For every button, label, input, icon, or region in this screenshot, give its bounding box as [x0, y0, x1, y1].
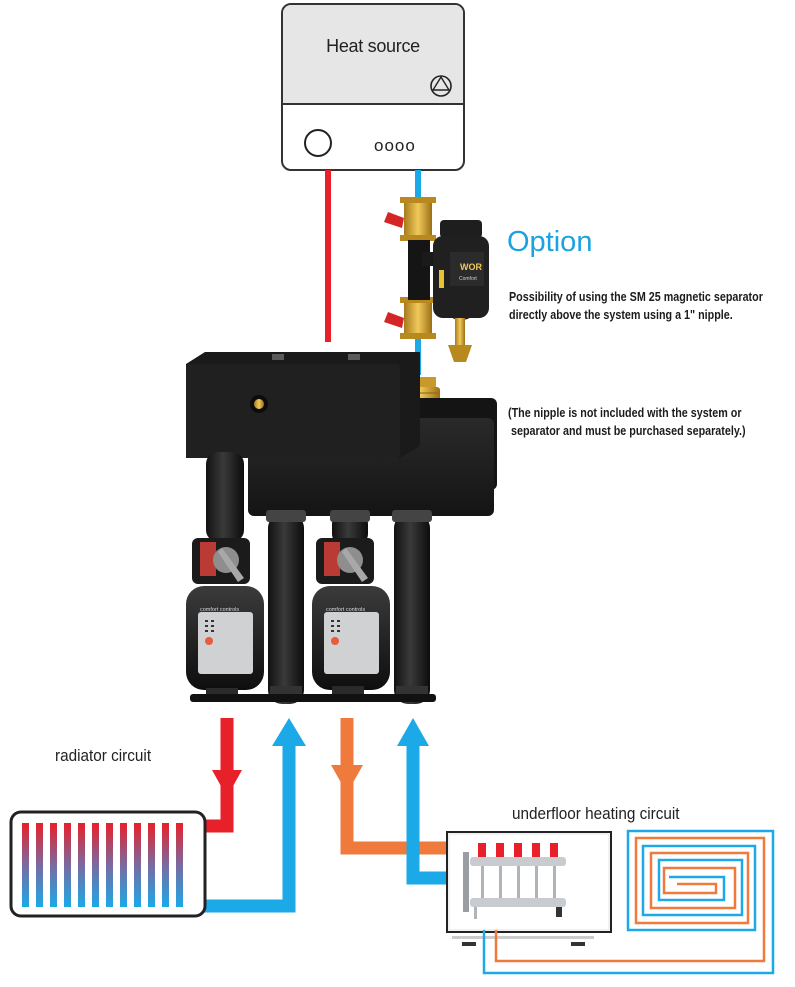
- radiator-fins: [22, 823, 183, 907]
- option-description-line: Possibility of using the SM 25 magnetic …: [509, 290, 763, 304]
- option-note-line: separator and must be purchased separate…: [508, 424, 746, 438]
- arrow-down-icon: [212, 770, 242, 797]
- mixing-valve-right: [316, 538, 374, 584]
- radiator-return-pipe: [200, 718, 306, 913]
- dial-icon: [304, 129, 332, 157]
- pump-brand-right: comfort controls: [326, 607, 365, 613]
- circulation-pump-left: comfort controls: [186, 586, 264, 690]
- indicator-dots: oooo: [374, 136, 416, 155]
- heat-source-unit: [281, 3, 465, 171]
- separator-brand: WOR: [460, 262, 482, 272]
- arrow-down-icon: [331, 765, 363, 793]
- pump-brand-left: comfort controls: [200, 607, 239, 613]
- radiator-circuit-label: radiator circuit: [55, 746, 152, 765]
- return-pipe-top: [415, 170, 421, 210]
- arrow-up-icon: [272, 718, 306, 746]
- underfloor-supply-pipe: [331, 718, 447, 855]
- floor-heating-loops: [482, 829, 775, 975]
- radiator: [9, 810, 207, 918]
- option-title: Option: [507, 226, 593, 258]
- option-description-line: directly above the system using a 1" nip…: [509, 308, 733, 322]
- magnetic-separator: WOR Comfort: [433, 220, 489, 362]
- separator-sub: Comfort: [459, 276, 477, 282]
- ball-valve-upper: [384, 197, 436, 241]
- option-description: Possibility of using the SM 25 magnetic …: [509, 288, 763, 324]
- circulation-pump-right: comfort controls: [312, 586, 390, 690]
- radiator-supply-pipe: [200, 718, 242, 833]
- supply-pipe-top: [325, 170, 331, 342]
- mixing-valve-left: [192, 538, 250, 584]
- option-note-line: (The nipple is not included with the sys…: [508, 406, 742, 420]
- heat-source-label: Heat source: [326, 36, 420, 56]
- pump-group-unit: comfort controls comfort controls: [186, 352, 497, 704]
- pump-symbol-icon: [430, 75, 452, 97]
- underfloor-return-pipe: [397, 718, 447, 885]
- ball-valve-lower: [384, 297, 436, 339]
- underfloor-circuit-label: underfloor heating circuit: [512, 804, 680, 823]
- underfloor-manifold: [446, 831, 612, 946]
- option-note: (The nipple is not included with the sys…: [508, 404, 757, 440]
- arrow-up-icon: [397, 718, 429, 746]
